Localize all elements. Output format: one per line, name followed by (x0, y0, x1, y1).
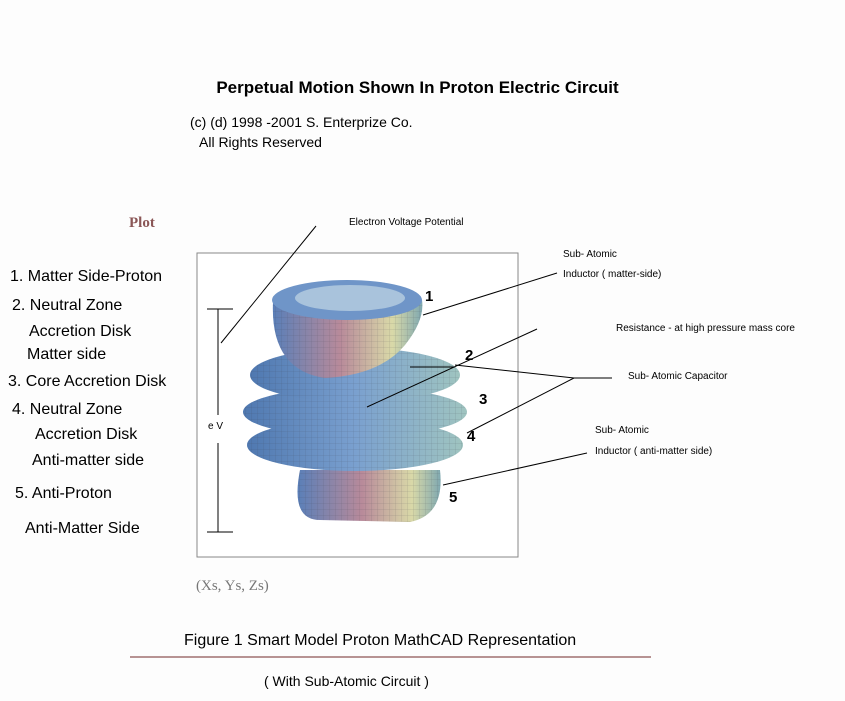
plot-label: Plot (129, 215, 155, 231)
page-title: Perpetual Motion Shown In Proton Electri… (216, 78, 619, 97)
disk-3 (243, 387, 467, 437)
legend-item: 2. Neutral Zone (12, 297, 123, 314)
annotation-capacitor: Sub- Atomic Capacitor (628, 371, 728, 382)
marker-4: 4 (467, 428, 476, 445)
legend-item: 5. Anti-Proton (15, 485, 112, 502)
axes-label: (Xs, Ys, Zs) (196, 578, 269, 594)
rights-line: All Rights Reserved (199, 134, 322, 150)
figure-subcaption: ( With Sub-Atomic Circuit ) (264, 673, 429, 689)
annotation-resistance: Resistance - at high pressure mass core (616, 323, 795, 334)
legend-item: 1. Matter Side-Proton (10, 268, 163, 285)
annotation-inductor-matter: Inductor ( matter-side) (563, 269, 662, 280)
anti-proton-shape (297, 470, 441, 522)
figure-caption: Figure 1 Smart Model Proton MathCAD Repr… (184, 632, 577, 649)
annotation-inductor-matter: Sub- Atomic (563, 249, 617, 260)
copyright-line: (c) (d) 1998 -2001 S. Enterprize Co. (190, 114, 413, 130)
legend-item: Accretion Disk (29, 323, 132, 340)
legend-item: Matter side (27, 346, 107, 363)
legend-item: Accretion Disk (35, 426, 138, 443)
legend-item: 3. Core Accretion Disk (8, 373, 167, 390)
annotation-inductor-anti: Sub- Atomic (595, 425, 649, 436)
matter-proton-cup (272, 280, 423, 378)
marker-1: 1 (425, 288, 434, 305)
ev-label: e V (206, 421, 226, 432)
annotation-lines (220, 225, 612, 486)
marker-3: 3 (479, 391, 488, 408)
marker-2: 2 (465, 347, 474, 364)
legend-item: Anti-matter side (32, 452, 145, 469)
annotation-inductor-anti: Inductor ( anti-matter side) (595, 446, 713, 457)
annotation-voltage: Electron Voltage Potential (349, 217, 464, 228)
legend-item: Anti-Matter Side (25, 520, 140, 537)
marker-5: 5 (449, 489, 458, 506)
legend-item: 4. Neutral Zone (12, 401, 123, 418)
